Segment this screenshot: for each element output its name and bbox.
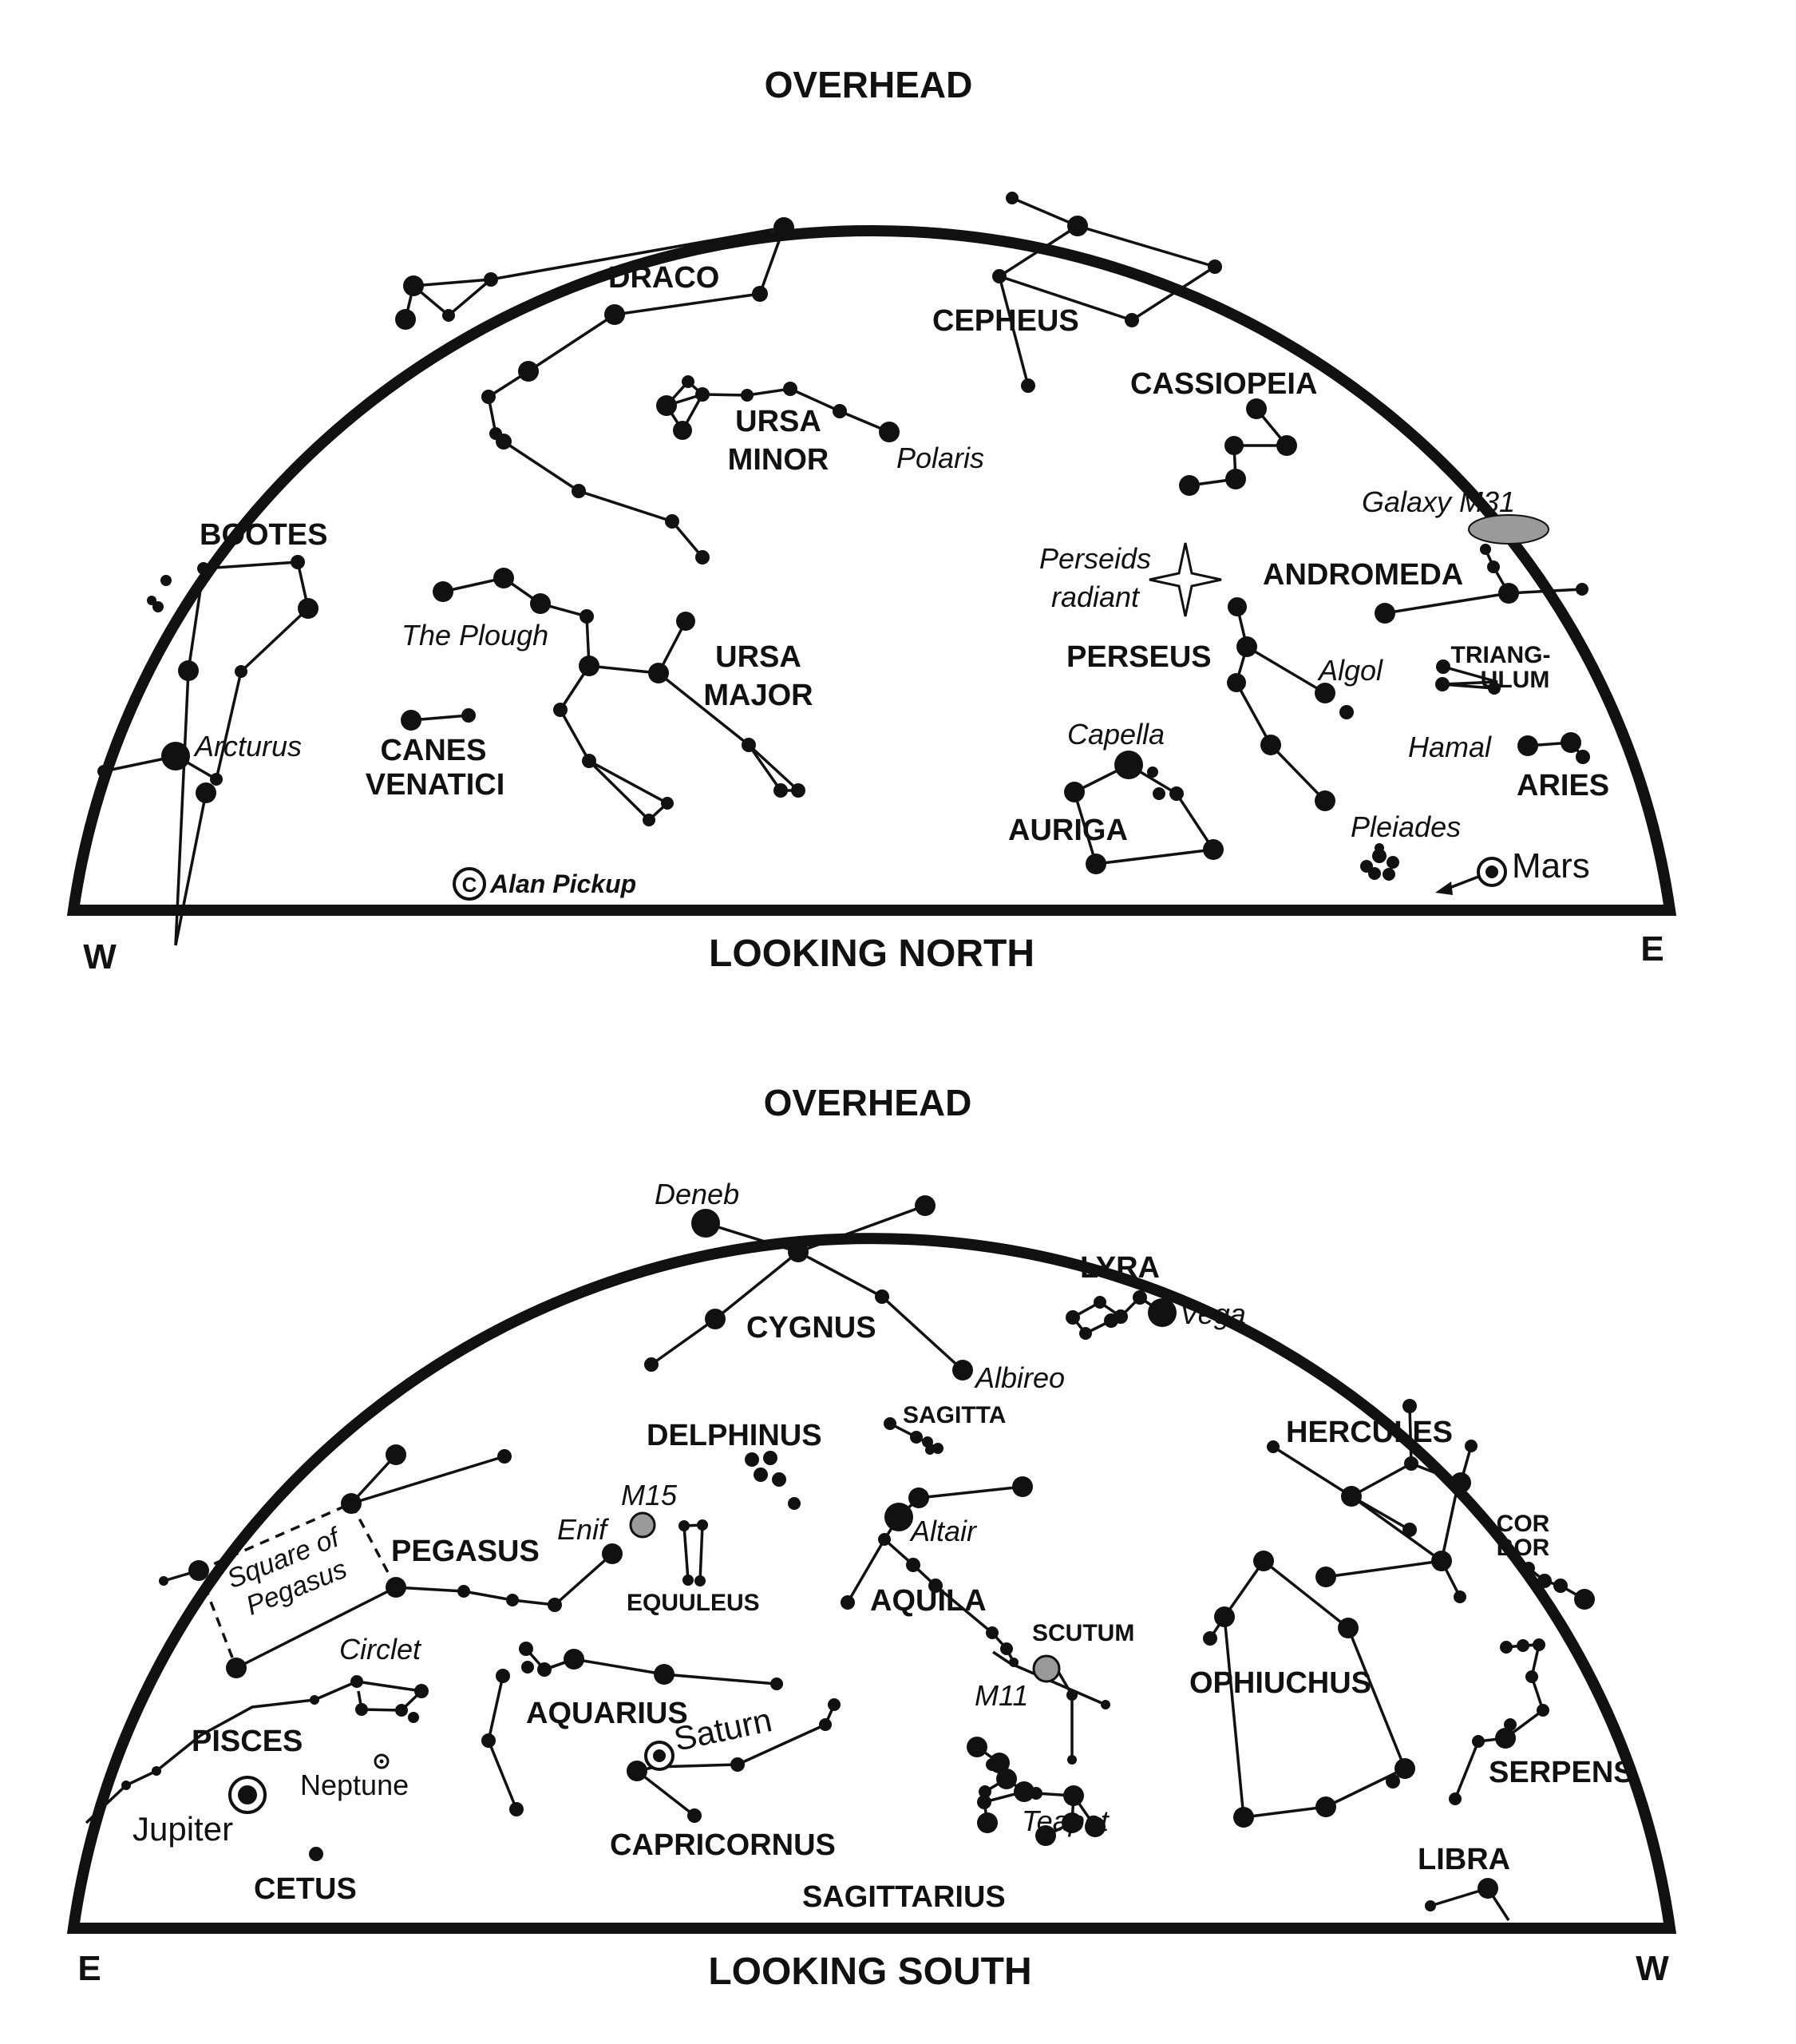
name-algol: Algol	[1317, 654, 1383, 687]
name-m11: M11	[975, 1679, 1028, 1712]
name-the-plough: The Plough	[402, 619, 548, 652]
label-cassiopeia: CASSIOPEIA	[1130, 367, 1317, 401]
mars-arrow-icon	[1435, 881, 1453, 895]
north-chart: OVERHEAD LOOKING NORTH W E C Alan Pickup	[66, 64, 1677, 976]
name-pleiades: Pleiades	[1351, 810, 1461, 843]
label-triangulum: TRIANG-ULUM	[1451, 642, 1551, 693]
label-sagitta: SAGITTA	[903, 1402, 1006, 1428]
name-capella: Capella	[1067, 718, 1165, 751]
label-pegasus: PEGASUS	[391, 1535, 540, 1568]
south-stars	[121, 1195, 1595, 1911]
name-teapot: Teapot	[1022, 1804, 1110, 1837]
label-aquila: AQUILA	[870, 1584, 987, 1618]
north-west-label: W	[83, 937, 117, 976]
label-draco: DRACO	[608, 261, 719, 295]
south-west-label: W	[1636, 1949, 1669, 1988]
name-deneb: Deneb	[655, 1178, 739, 1210]
copyright-credit: C Alan Pickup	[453, 867, 636, 901]
label-scutum: SCUTUM	[1032, 1620, 1134, 1646]
name-albireo: Albireo	[974, 1361, 1065, 1394]
name-vega: Vega	[1180, 1297, 1246, 1330]
saturn-symbol-icon	[644, 1741, 674, 1771]
name-altair: Altair	[909, 1515, 978, 1547]
label-equuleus: EQUULEUS	[627, 1590, 760, 1616]
name-galaxy-m31: Galaxy M31	[1362, 485, 1515, 518]
south-horizon-dome	[66, 1233, 1677, 1934]
label-hercules: HERCULES	[1286, 1416, 1453, 1449]
m15-cluster-icon	[629, 1511, 656, 1539]
north-stars	[97, 192, 1590, 881]
name-arcturus: Arcturus	[193, 730, 302, 763]
copyright-c: C	[462, 873, 477, 897]
label-cygnus: CYGNUS	[746, 1311, 876, 1345]
north-east-label: E	[1640, 929, 1663, 969]
perseids-radiant-icon	[1149, 542, 1222, 617]
label-aries: ARIES	[1517, 769, 1609, 802]
label-bootes: BOOTES	[200, 518, 327, 552]
jupiter-symbol-icon	[228, 1776, 267, 1814]
label-andromeda: ANDROMEDA	[1263, 558, 1463, 592]
label-sagittarius: SAGITTARIUS	[802, 1880, 1006, 1914]
south-constellation-labels: LYRA CYGNUS SAGITTA DELPHINUS HERCULES P…	[192, 1251, 1634, 1914]
name-m15: M15	[621, 1479, 678, 1511]
label-lyra: LYRA	[1080, 1251, 1160, 1285]
galaxy-m31-icon	[1468, 514, 1549, 545]
south-chart: OVERHEAD LOOKING SOUTH E W	[66, 1082, 1677, 1993]
label-libra: LIBRA	[1418, 1843, 1510, 1876]
name-hamal: Hamal	[1408, 731, 1492, 763]
name-jupiter: Jupiter	[133, 1810, 233, 1848]
south-overhead-label: OVERHEAD	[764, 1082, 972, 1123]
north-overhead-label: OVERHEAD	[765, 64, 973, 105]
south-looking-label: LOOKING SOUTH	[708, 1951, 1031, 1993]
label-pisces: PISCES	[192, 1725, 303, 1758]
name-mars: Mars	[1512, 846, 1590, 885]
south-east-label: E	[77, 1949, 101, 1988]
m11-cluster-icon	[1032, 1654, 1061, 1683]
mars-symbol-icon	[1477, 857, 1507, 887]
label-ophiuchus: OPHIUCHUS	[1189, 1666, 1371, 1700]
neptune-symbol-icon	[374, 1753, 390, 1769]
label-serpens: SERPENS	[1489, 1756, 1634, 1789]
credit-text: Alan Pickup	[489, 869, 636, 898]
name-circlet: Circlet	[339, 1633, 422, 1666]
label-perseus: PERSEUS	[1066, 640, 1212, 674]
label-cepheus: CEPHEUS	[932, 304, 1079, 338]
label-auriga: AURIGA	[1008, 814, 1128, 847]
label-aquarius: AQUARIUS	[526, 1697, 688, 1730]
label-capricornus: CAPRICORNUS	[610, 1828, 836, 1862]
copyright-icon	[453, 867, 486, 901]
name-neptune: Neptune	[300, 1769, 409, 1801]
name-polaris: Polaris	[896, 442, 984, 474]
label-cetus: CETUS	[254, 1872, 357, 1906]
name-enif: Enif	[557, 1513, 610, 1546]
label-delphinus: DELPHINUS	[647, 1419, 822, 1452]
north-looking-label: LOOKING NORTH	[709, 933, 1034, 975]
